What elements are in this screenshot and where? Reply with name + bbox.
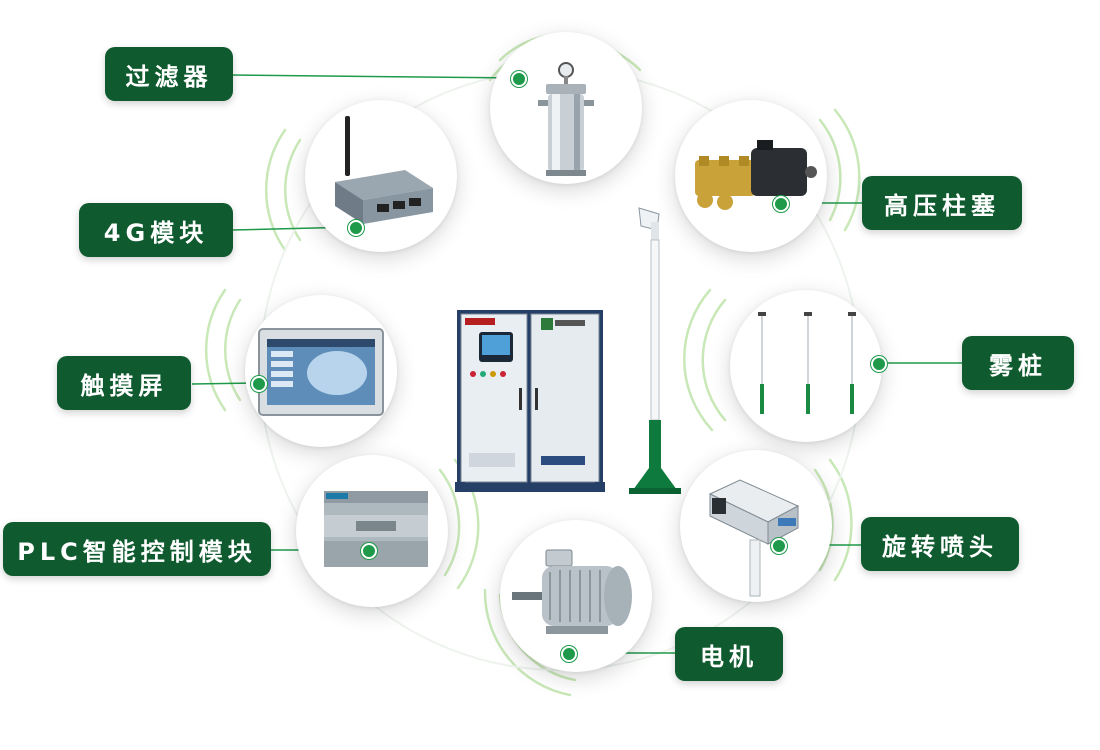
- 4g-node: [305, 100, 457, 252]
- pump-node: [675, 100, 827, 252]
- filter-housing-icon: [538, 62, 594, 176]
- filter-node: [490, 32, 642, 184]
- pump-connector-dot: [773, 196, 789, 212]
- touch-connector-dot: [251, 376, 267, 392]
- mist-pole-icon: [629, 207, 681, 494]
- plc-connector-dot: [361, 543, 377, 559]
- label-touch: 触摸屏: [57, 356, 191, 410]
- label-plc: PLC智能控制模块: [3, 522, 271, 576]
- plc-node: [296, 455, 448, 607]
- plunger-pump-icon: [695, 140, 817, 210]
- touch-node: [245, 295, 397, 447]
- 4g-connector-dot: [348, 220, 364, 236]
- filter-connector-dot: [511, 71, 527, 87]
- label-nozzle: 旋转喷头: [861, 517, 1019, 571]
- posts-node: [730, 290, 882, 442]
- label-motor: 电机: [675, 627, 783, 681]
- motor-connector-dot: [561, 646, 577, 662]
- plc-module-icon: [324, 491, 428, 567]
- label-pump: 高压柱塞: [862, 176, 1022, 230]
- label-posts: 雾桩: [962, 336, 1074, 390]
- rotating-nozzle-icon: [708, 479, 800, 597]
- 4g-router-icon: [335, 116, 433, 224]
- motor-node: [500, 520, 652, 672]
- label-filter: 过滤器: [105, 47, 233, 101]
- nozzle-node: [680, 450, 832, 602]
- posts-connector-dot: [871, 356, 887, 372]
- touch-screen-icon: [258, 328, 384, 416]
- nozzle-connector-dot: [771, 538, 787, 554]
- mist-post-icon: [758, 312, 856, 414]
- control-cabinet-icon: [455, 310, 605, 492]
- electric-motor-icon: [512, 549, 632, 634]
- label-4g: 4G模块: [79, 203, 233, 257]
